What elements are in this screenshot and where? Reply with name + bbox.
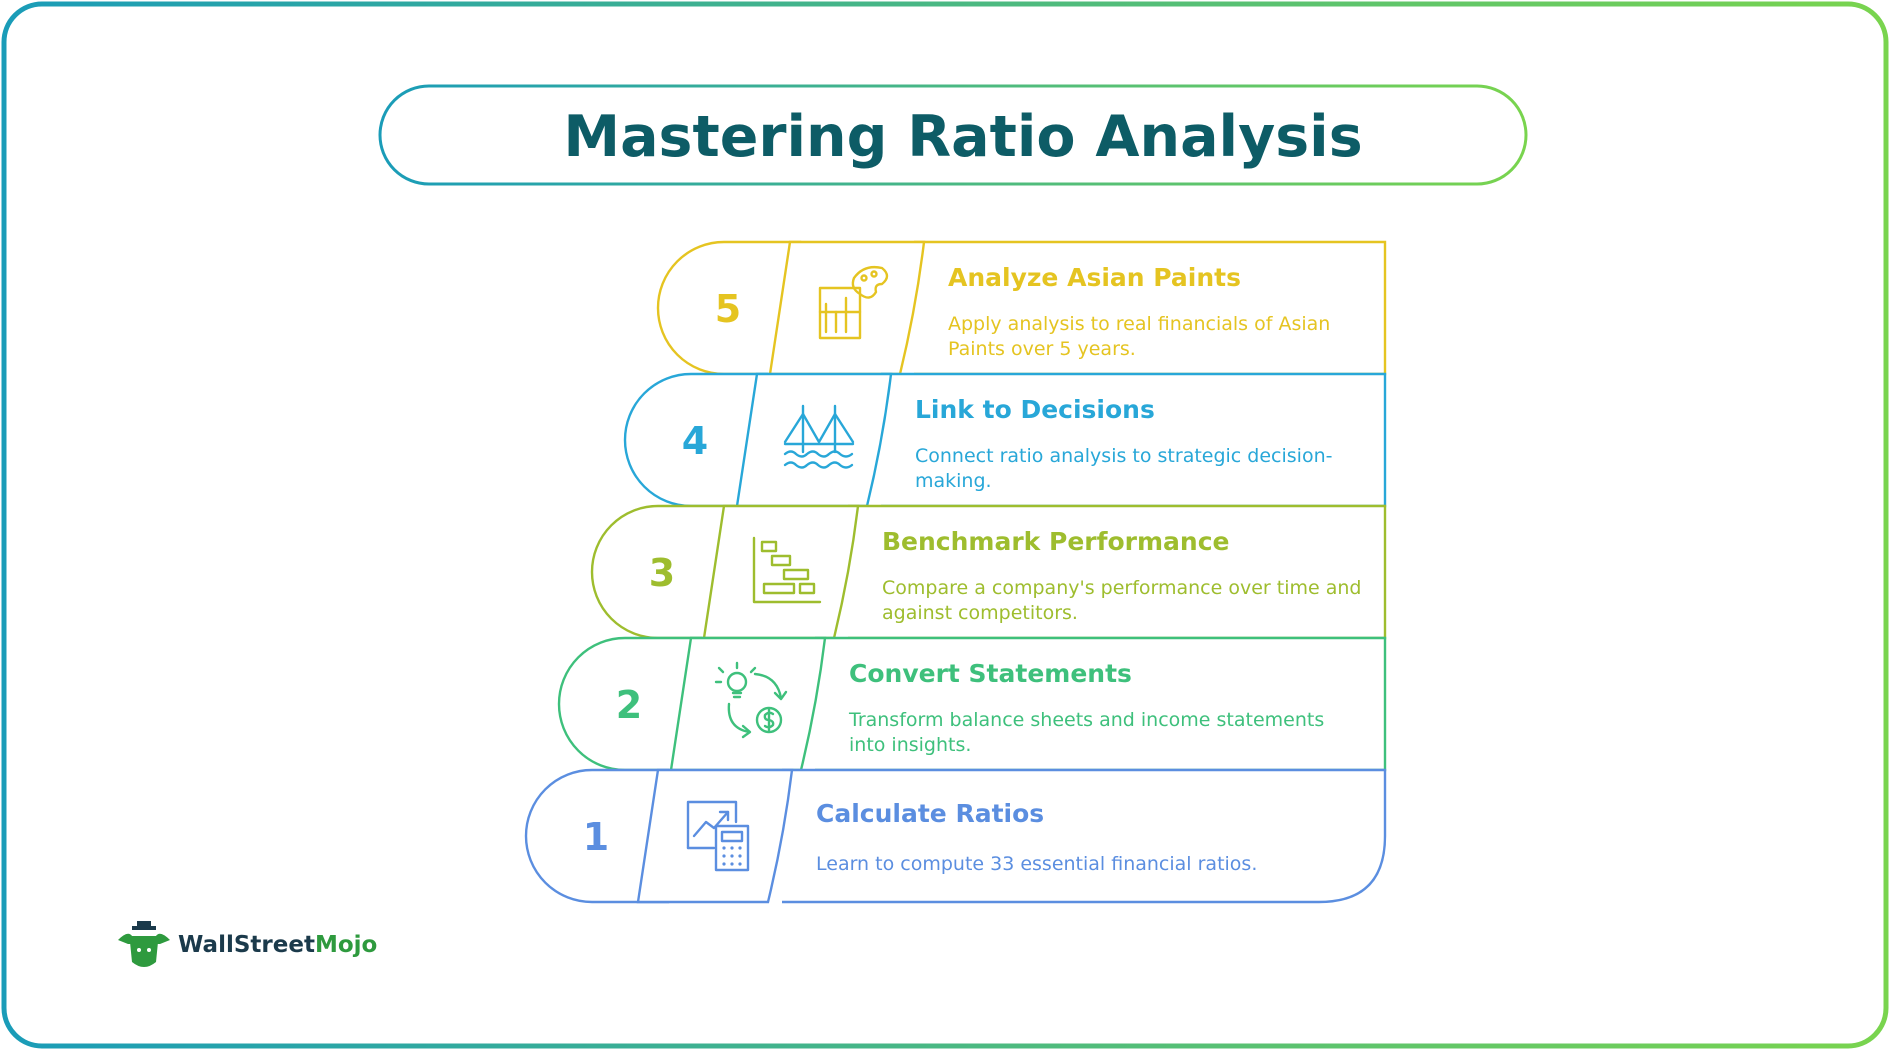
idea-to-money-icon bbox=[714, 661, 788, 739]
gantt-chart-icon bbox=[752, 536, 822, 604]
step-description-line: Learn to compute 33 essential financial … bbox=[816, 853, 1257, 875]
step-number: 3 bbox=[649, 551, 675, 595]
step-description-line: making. bbox=[915, 470, 992, 492]
title-pill bbox=[378, 84, 1528, 186]
step-title: Link to Decisions bbox=[915, 395, 1155, 424]
step-description-line: Apply analysis to real financials of Asi… bbox=[948, 313, 1330, 335]
brand-name: WallStreetMojo bbox=[178, 932, 377, 958]
step-description-line: Connect ratio analysis to strategic deci… bbox=[915, 445, 1332, 467]
step-description-line: against competitors. bbox=[882, 602, 1078, 624]
step-title: Calculate Ratios bbox=[816, 799, 1044, 828]
brand-name-part1: WallStreet bbox=[178, 932, 315, 958]
bull-logo-icon bbox=[118, 921, 170, 967]
step-icon-block bbox=[669, 636, 827, 772]
step-icon-block bbox=[702, 504, 860, 640]
step-description-line: Compare a company's performance over tim… bbox=[882, 577, 1361, 599]
step-number: 2 bbox=[616, 683, 642, 727]
step-number-block bbox=[524, 768, 670, 904]
step-title: Convert Statements bbox=[849, 659, 1132, 688]
step-content-box bbox=[782, 768, 1387, 904]
step-number: 5 bbox=[715, 287, 741, 331]
step-description-line: Transform balance sheets and income stat… bbox=[848, 709, 1324, 731]
step-number-block bbox=[590, 504, 736, 640]
step-number: 1 bbox=[583, 815, 609, 859]
paint-palette-chart-icon bbox=[818, 265, 889, 340]
step-title: Analyze Asian Paints bbox=[948, 263, 1241, 292]
bridge-icon bbox=[783, 404, 855, 469]
step-description-line: Paints over 5 years. bbox=[948, 338, 1136, 360]
step-icon-block bbox=[735, 372, 893, 508]
page-title: Mastering Ratio Analysis bbox=[563, 104, 1362, 170]
step-number: 4 bbox=[682, 419, 708, 463]
step-number-block bbox=[656, 240, 802, 376]
step-number-block bbox=[557, 636, 703, 772]
chart-calculator-icon bbox=[686, 800, 750, 872]
step-description-line: into insights. bbox=[849, 734, 971, 756]
step-title: Benchmark Performance bbox=[882, 527, 1230, 556]
step-number-block bbox=[623, 372, 769, 508]
brand-logo: WallStreetMojo bbox=[118, 921, 377, 967]
brand-name-part2: Mojo bbox=[315, 932, 377, 958]
